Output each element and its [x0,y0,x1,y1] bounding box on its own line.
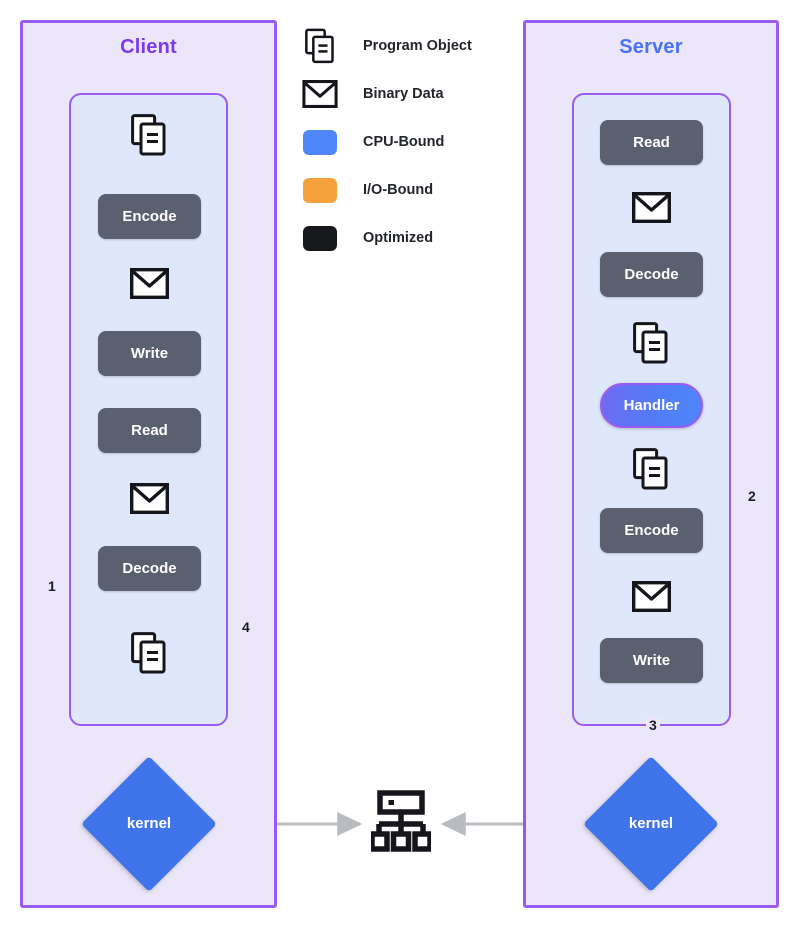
program-object-icon [633,448,669,495]
legend-item-optimized: Optimized [300,214,530,262]
network-hierarchy-icon [369,790,433,861]
server-pane-title: Server [619,36,683,58]
legend-item-io-bound: I/O-Bound [300,166,530,214]
client-kernel-label: kernel [126,815,172,832]
server-read-node[interactable]: Read [600,120,703,165]
legend-label-program-object: Program Object [363,38,472,54]
server-read-label: Read [633,134,670,151]
binary-data-icon [300,80,340,108]
client-pane-title: Client [120,36,177,58]
legend-label-cpu-bound: CPU-Bound [363,134,445,150]
server-handler-node[interactable]: Handler [600,383,703,428]
legend-label-optimized: Optimized [363,230,434,246]
client-read-label: Read [131,422,168,439]
binary-data-icon [632,192,671,228]
flow-step-number-3: 3 [646,717,660,733]
binary-data-icon [632,581,671,617]
optimized-swatch-icon [300,225,340,251]
server-handler-label: Handler [623,397,680,414]
server-encode-node[interactable]: Encode [600,508,703,553]
cpu-bound-swatch-icon [300,129,340,155]
server-encode-label: Encode [624,522,679,539]
binary-data-icon [130,483,169,519]
client-encode-label: Encode [122,208,177,225]
flow-step-number-2: 2 [745,488,759,504]
legend-label-io-bound: I/O-Bound [363,182,434,198]
program-object-icon [131,632,167,679]
program-object-icon [633,322,669,369]
server-decode-label: Decode [624,266,679,283]
flow-step-number-4: 4 [239,619,253,635]
client-write-node[interactable]: Write [98,331,201,376]
program-object-icon [300,28,340,64]
flow-step-number-1: 1 [45,578,59,594]
binary-data-icon [130,268,169,304]
server-kernel-label: kernel [628,815,674,832]
server-write-label: Write [632,652,671,669]
legend-label-binary-data: Binary Data [363,86,444,102]
legend: Program Object Binary Data CPU-Bound I/O… [300,22,530,262]
client-write-label: Write [130,345,169,362]
io-bound-swatch-icon [300,177,340,203]
client-read-node[interactable]: Read [98,408,201,453]
legend-item-binary-data: Binary Data [300,70,530,118]
legend-item-program-object: Program Object [300,22,530,70]
server-write-node[interactable]: Write [600,638,703,683]
client-decode-label: Decode [122,560,177,577]
legend-item-cpu-bound: CPU-Bound [300,118,530,166]
client-decode-node[interactable]: Decode [98,546,201,591]
server-decode-node[interactable]: Decode [600,252,703,297]
program-object-icon [131,114,167,161]
client-encode-node[interactable]: Encode [98,194,201,239]
